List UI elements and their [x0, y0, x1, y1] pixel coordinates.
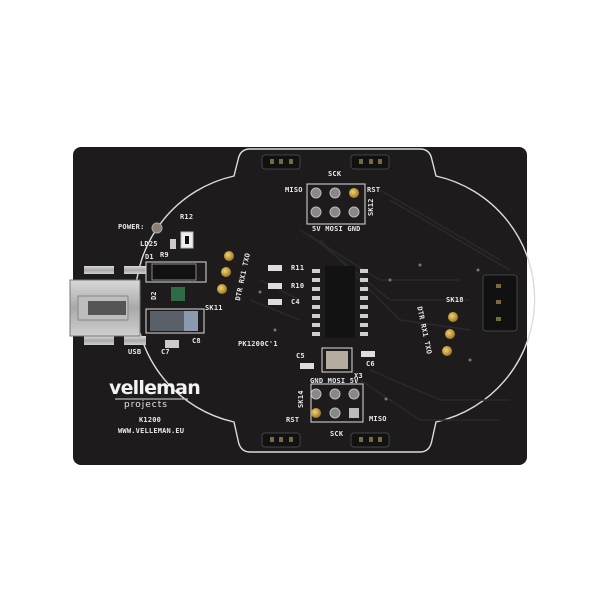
label-ld25: LD25	[140, 240, 158, 248]
label-sk14: SK14	[297, 390, 305, 408]
label-r12: R12	[180, 213, 194, 221]
label-sk12: SK12	[367, 198, 375, 216]
power-led	[151, 222, 163, 234]
label-c7: C7	[161, 348, 170, 356]
sk14-outline	[310, 383, 364, 423]
label-top-rst: RST	[367, 186, 381, 194]
label-usb: USB	[128, 348, 142, 356]
label-top-miso: MISO	[285, 186, 303, 194]
label-bottom-sck: SCK	[330, 430, 344, 438]
label-r9: R9	[160, 251, 169, 259]
label-bottom-miso: MISO	[369, 415, 387, 423]
label-c6: C6	[366, 360, 375, 368]
label-d1: D1	[145, 253, 154, 261]
sk12-outline	[306, 183, 366, 225]
crystal-outline	[321, 347, 353, 373]
sk11-pins	[217, 251, 458, 356]
label-sk11: SK11	[205, 304, 223, 312]
label-c8: C8	[192, 337, 201, 345]
label-bottom-rst: RST	[286, 416, 300, 424]
label-top-row: 5V MOSI GND	[312, 225, 361, 233]
crystal-x3	[326, 351, 348, 369]
label-x3: X3	[354, 372, 363, 380]
projects-logo: projects	[124, 400, 168, 410]
label-c5: C5	[296, 352, 305, 360]
label-sk18: SK18	[446, 296, 464, 304]
label-bottom-row: GND MOSI 5V	[310, 377, 359, 385]
traces	[249, 189, 511, 421]
label-d2: D2	[150, 291, 158, 300]
silkscreen-outline	[134, 148, 536, 453]
label-c4: C4	[291, 298, 300, 306]
website-url: WWW.VELLEMAN.EU	[118, 427, 185, 435]
label-power: POWER:	[118, 223, 145, 231]
label-top-sck: SCK	[328, 170, 342, 178]
label-part-number: PK1200C'1	[238, 340, 278, 348]
velleman-logo: velleman	[109, 377, 201, 399]
kit-number: K1200	[139, 416, 162, 424]
label-r10: R10	[291, 282, 305, 290]
ic-chip	[312, 266, 368, 338]
pcb-substrate	[73, 147, 527, 465]
label-r11: R11	[291, 264, 305, 272]
